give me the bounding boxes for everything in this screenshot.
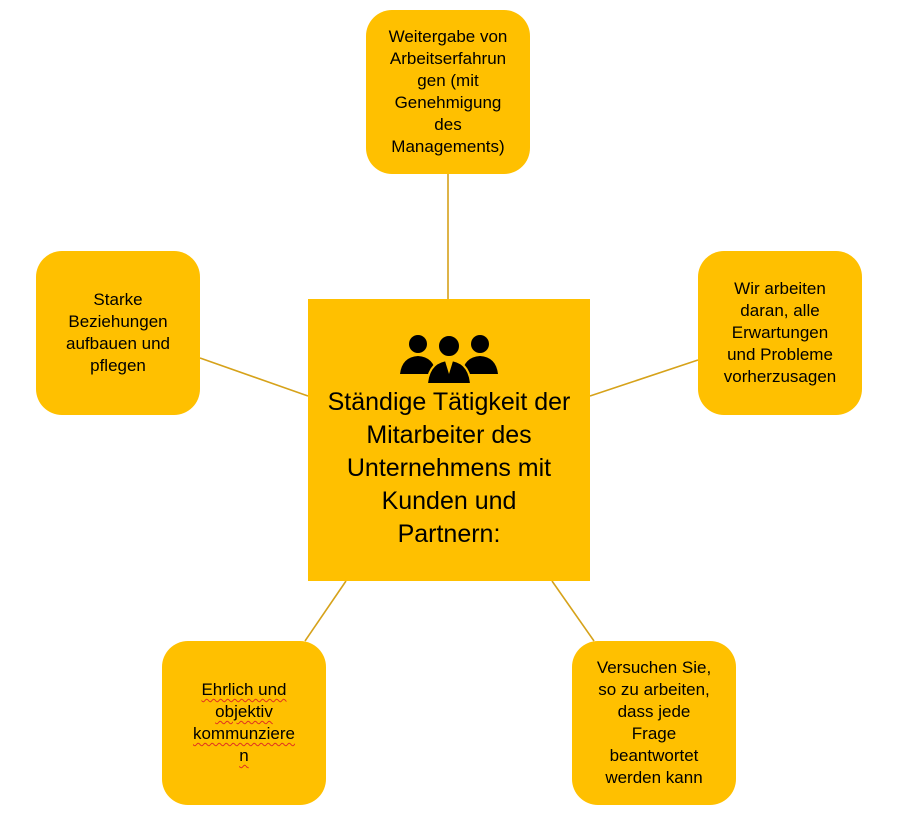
node-experience-sharing: Weitergabe von Arbeitserfahrun gen (mit … (366, 10, 530, 174)
node-anticipate-expectations: Wir arbeiten daran, alle Erwartungen und… (698, 251, 862, 415)
connector-bottom-left (304, 580, 347, 642)
node-answer-every-question: Versuchen Sie, so zu arbeiten, dass jede… (572, 641, 736, 805)
node-anticipate-expectations-label: Wir arbeiten daran, alle Erwartungen und… (723, 279, 837, 386)
node-honest-communication: Ehrlich und objektiv kommunziere n (162, 641, 326, 805)
connector-bottom-right (551, 580, 595, 642)
node-build-relationships-label: Starke Beziehungen aufbauen und pflegen (66, 290, 170, 375)
center-title: Ständige Tätigkeit der Mitarbeiter des U… (327, 387, 571, 548)
node-honest-communication-label: Ehrlich und objektiv kommunziere n (192, 680, 296, 765)
center-topic-box: Ständige Tätigkeit der Mitarbeiter des U… (308, 299, 590, 581)
node-experience-sharing-label: Weitergabe von Arbeitserfahrun gen (mit … (388, 27, 508, 156)
node-answer-every-question-label: Versuchen Sie, so zu arbeiten, dass jede… (596, 658, 712, 787)
connector-left (199, 357, 309, 397)
connector-right (589, 359, 699, 397)
node-build-relationships: Starke Beziehungen aufbauen und pflegen (36, 251, 200, 415)
people-group-icon (400, 333, 498, 384)
